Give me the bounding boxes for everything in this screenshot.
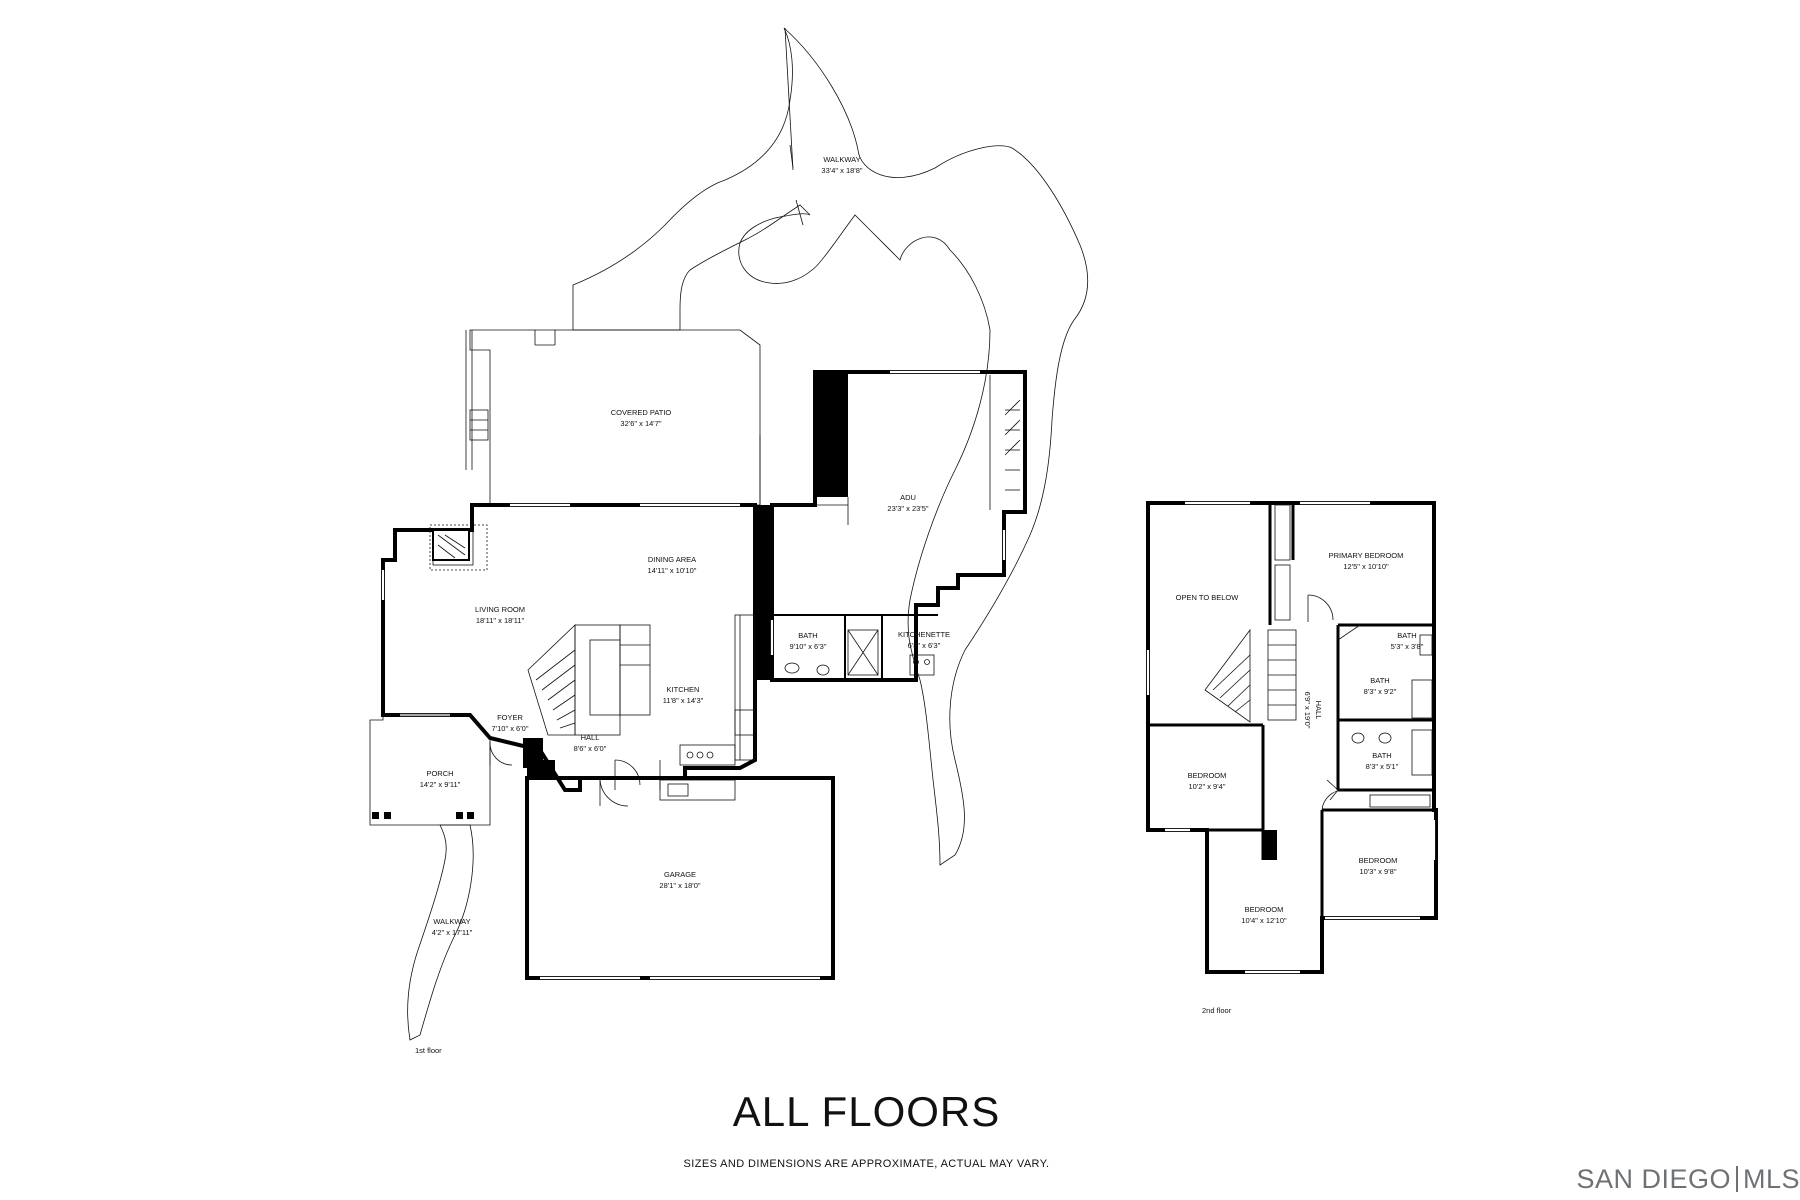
garage-dims: 28'1" x 18'0" (659, 881, 700, 890)
bedroom-right-name: BEDROOM (1359, 856, 1398, 865)
walkway-top-dims: 33'4" x 18'8" (821, 166, 862, 175)
living-room-name: LIVING ROOM (475, 605, 525, 614)
bath-small-dims: 5'3" x 3'8" (1391, 642, 1424, 651)
main-stairs (527, 624, 576, 736)
foyer-name: FOYER (497, 713, 523, 722)
porch-dims: 14'2" x 9'11" (420, 780, 461, 789)
kitchenette-dims: 6'8" x 6'3" (908, 641, 941, 650)
adu-bath-name: BATH (798, 631, 817, 640)
primary-bedroom-dims: 12'5" x 10'10" (1343, 562, 1389, 571)
kitchen-name: KITCHEN (667, 685, 700, 694)
porch-outline (369, 714, 491, 826)
walkway-top-name: WALKWAY (823, 155, 860, 164)
adu-wall-block (815, 372, 848, 497)
adu-chimney (755, 505, 772, 680)
garage-name: GARAGE (664, 870, 696, 879)
covered-patio-dims: 32'6" x 14'7" (620, 419, 661, 428)
bedroom-left-name: BEDROOM (1188, 771, 1227, 780)
foyer-dims: 7'10" x 6'0" (492, 724, 529, 733)
bedroom-left-dims: 10'2" x 9'4" (1189, 782, 1226, 791)
adu-name: ADU (900, 493, 916, 502)
bath-low-dims: 8'3" x 5'1" (1366, 762, 1399, 771)
upper-hall-name: HALL (1314, 701, 1323, 720)
bath-small-name: BATH (1397, 631, 1416, 640)
open-to-below-name: OPEN TO BELOW (1176, 593, 1240, 602)
kitchenette-name: KITCHENETTE (898, 630, 950, 639)
first-floor-plan: WALKWAY 33'4" x 18'8" COVERED PATIO 32'6… (369, 27, 1089, 1055)
adu-dims: 23'3" x 23'5" (887, 504, 928, 513)
garage-walls (525, 776, 835, 980)
bedroom-bottom-dims: 10'4" x 12'10" (1241, 916, 1287, 925)
porch-name: PORCH (426, 769, 453, 778)
bath-mid-name: BATH (1370, 676, 1389, 685)
dining-area-dims: 14'11" x 10'10" (648, 566, 697, 575)
bath-low-name: BATH (1372, 751, 1391, 760)
primary-bedroom-name: PRIMARY BEDROOM (1329, 551, 1404, 560)
living-room-dims: 18'11" x 18'11" (476, 616, 525, 625)
bath-mid-dims: 8'3" x 9'2" (1364, 687, 1397, 696)
brand-separator (1735, 1166, 1738, 1192)
dining-area-name: DINING AREA (648, 555, 696, 564)
walkway-bottom-dims: 4'2" x 17'11" (432, 928, 473, 937)
walkway-bottom-outline (407, 824, 474, 1041)
second-floor-outer-walls (1146, 501, 1438, 974)
covered-patio-outline (469, 329, 761, 506)
brand-right: MLS (1742, 1164, 1800, 1194)
adu-bath-dims: 9'10" x 6'3" (790, 642, 827, 651)
kitchen-dims: 11'8" x 14'3" (663, 696, 704, 705)
second-floor-label: 2nd floor (1202, 1006, 1232, 1015)
bedroom-bottom-name: BEDROOM (1245, 905, 1284, 914)
page-title: ALL FLOORS (732, 1088, 1001, 1135)
upper-stairs (1204, 628, 1251, 723)
hall-name: HALL (581, 733, 600, 742)
first-floor-label: 1st floor (415, 1046, 442, 1055)
bedroom-right-dims: 10'3" x 9'8" (1360, 867, 1397, 876)
disclaimer-text: SIZES AND DIMENSIONS ARE APPROXIMATE, AC… (683, 1158, 1050, 1170)
upper-hall-dims: 6'9" x 19'0" (1303, 692, 1312, 729)
covered-patio-name: COVERED PATIO (611, 408, 672, 417)
brand-watermark: SAN DIEGO MLS (1576, 1164, 1800, 1195)
walkway-top-outline (572, 27, 1089, 866)
walkway-bottom-name: WALKWAY (433, 917, 470, 926)
second-floor-plan: OPEN TO BELOW PRIMARY BEDROOM 12'5" x 10… (1146, 501, 1438, 1015)
hall-dims: 8'6" x 6'0" (574, 744, 607, 753)
brand-left: SAN DIEGO (1576, 1164, 1731, 1194)
